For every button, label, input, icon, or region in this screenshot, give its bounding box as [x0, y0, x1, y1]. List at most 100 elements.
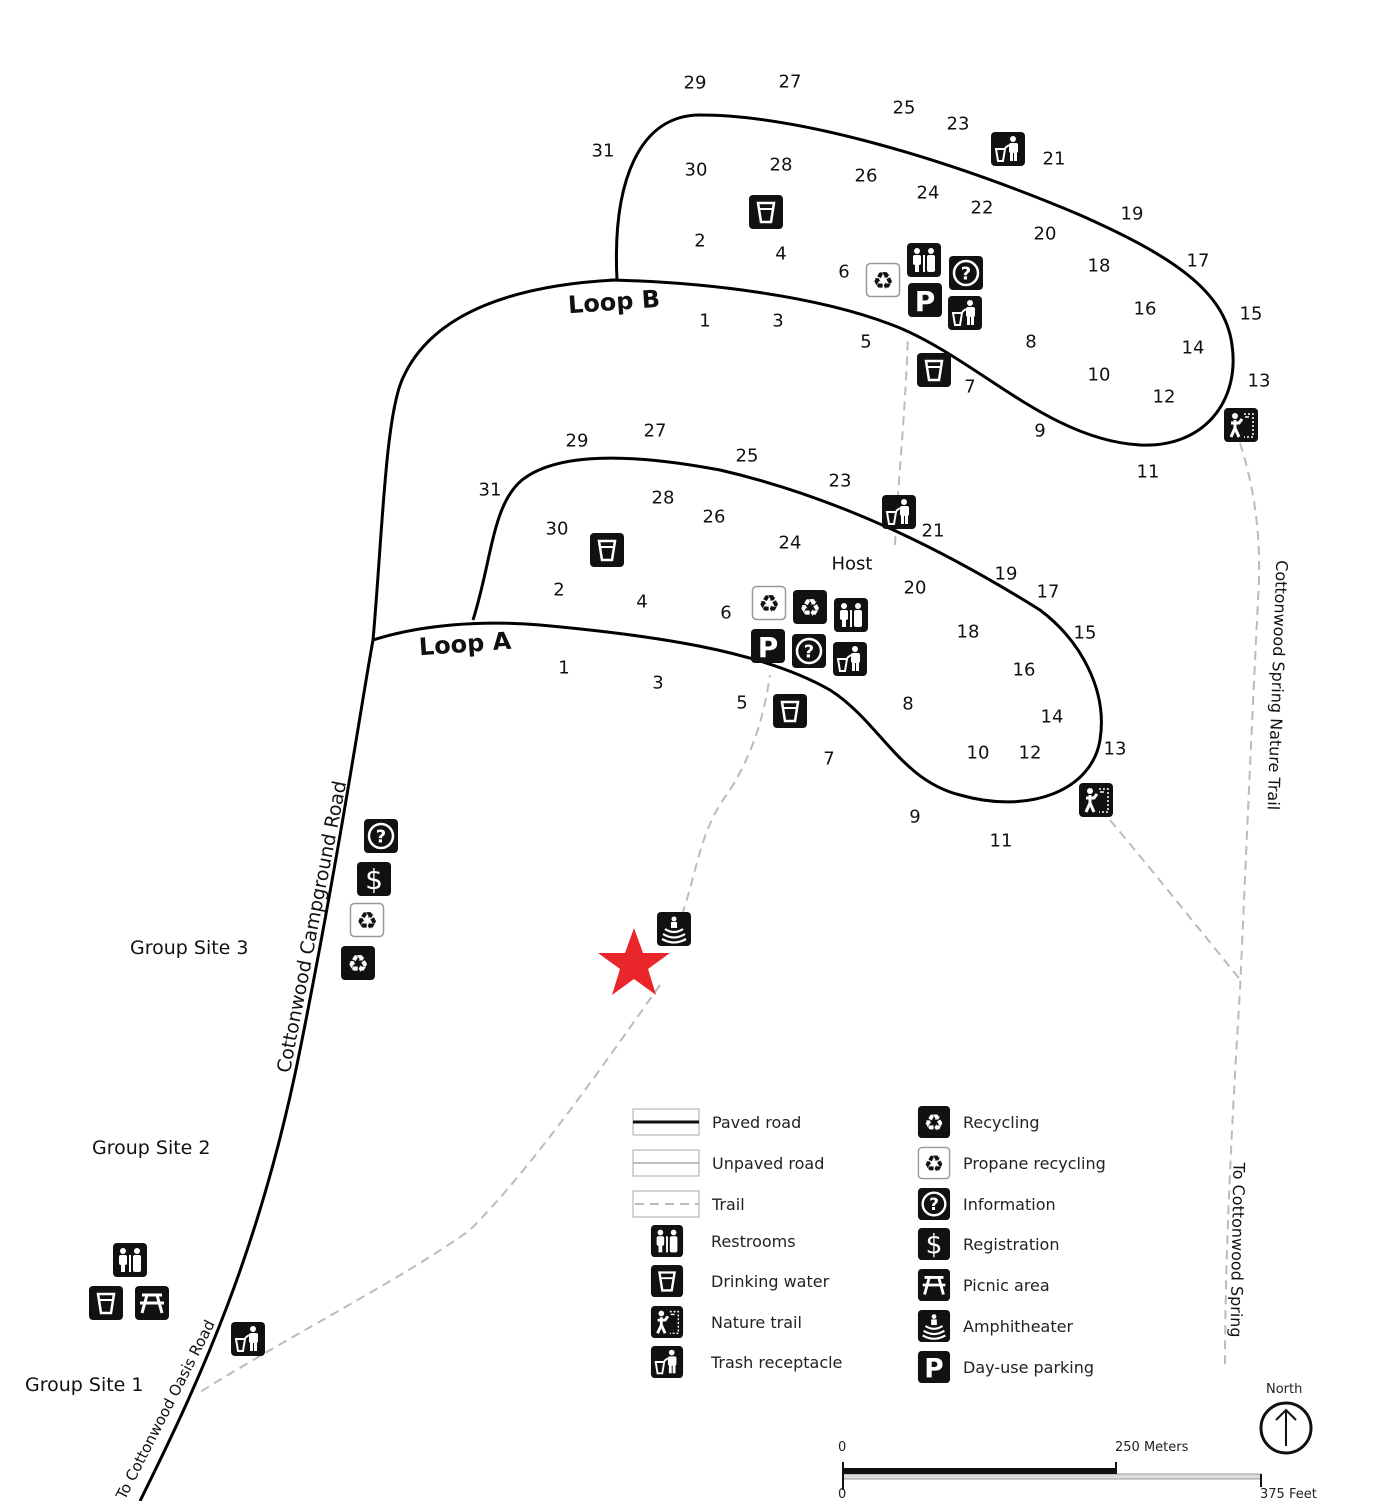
loop-b-site-31: 31 — [592, 141, 615, 162]
group-site-1-label: Group Site 1 — [25, 1374, 144, 1396]
loop-b-site-17: 17 — [1187, 251, 1210, 272]
legend-label: Information — [963, 1194, 1056, 1214]
legend-propane-recycling: Propane recycling — [917, 1145, 1106, 1181]
legend-label: Nature trail — [711, 1312, 802, 1332]
trash-icon — [650, 1345, 684, 1379]
scale-zero-feet: 0 — [838, 1487, 847, 1502]
legend-nature-trail: Nature trail — [650, 1304, 802, 1340]
loop-a-site-24: 24 — [779, 533, 802, 554]
loop-b-site-28: 28 — [770, 155, 793, 176]
loop-a-site-1: 1 — [558, 658, 569, 679]
drinking-water-icon — [650, 1264, 684, 1298]
trail-swatch — [632, 1190, 700, 1218]
trash-icon — [230, 1321, 266, 1357]
legend-drinking-water: Drinking water — [650, 1263, 829, 1299]
nature-trail-label: Cottonwood Spring Nature Trail — [1264, 560, 1292, 811]
loop-a-site-host: Host — [832, 554, 873, 575]
loop-a-site-20: 20 — [904, 578, 927, 599]
loop-b-site-6: 6 — [838, 262, 849, 283]
loop-b-site-29: 29 — [684, 73, 707, 94]
registration-icon — [917, 1227, 951, 1261]
loop-b-site-4: 4 — [775, 244, 786, 265]
propane-recycling-icon — [751, 585, 787, 621]
parking-icon — [908, 283, 942, 318]
propane-recycling-icon — [349, 902, 385, 938]
nature-trail-icon — [1223, 407, 1259, 443]
legend-trash: Trash receptacle — [650, 1344, 842, 1380]
legend-label: Recycling — [963, 1112, 1040, 1132]
legend-restrooms: Restrooms — [650, 1223, 796, 1259]
loop-a-site-21: 21 — [922, 521, 945, 542]
drinking-water-icon — [589, 532, 625, 568]
restrooms-icon — [907, 243, 941, 277]
drinking-water-icon — [916, 352, 952, 388]
loop-b-site-19: 19 — [1121, 204, 1144, 225]
trail-nature-loop-b — [1224, 442, 1261, 1366]
loop-a-site-28: 28 — [652, 488, 675, 509]
trail-amphitheater-to-loop-a — [681, 674, 771, 916]
restrooms-icon — [650, 1224, 684, 1258]
legend-label: Propane recycling — [963, 1153, 1106, 1173]
legend-registration: Registration — [917, 1226, 1059, 1262]
spring-trail-label: To Cottonwood Spring — [1226, 1161, 1248, 1337]
loop-a-site-23: 23 — [829, 471, 852, 492]
loop-b-site-22: 22 — [971, 198, 994, 219]
oasis-road-label: To Cottonwood Oasis Road — [112, 1317, 219, 1501]
north-arrow-icon — [1259, 1401, 1313, 1455]
legend-picnic-area: Picnic area — [917, 1267, 1050, 1303]
north-label: North — [1266, 1382, 1303, 1397]
loop-b-site-12: 12 — [1153, 387, 1176, 408]
loop-b-label: Loop B — [567, 285, 661, 319]
loop-b-site-1: 1 — [699, 311, 710, 332]
recycling-icon — [341, 946, 375, 980]
unpaved-road-swatch — [632, 1149, 700, 1177]
loop-b-site-11: 11 — [1137, 462, 1160, 483]
picnic-area-icon — [134, 1285, 170, 1321]
information-icon — [791, 633, 827, 669]
legend-day-use-parking: Day-use parking — [917, 1349, 1094, 1385]
loop-a-site-17: 17 — [1037, 582, 1060, 603]
legend-recycling: Recycling — [917, 1104, 1040, 1140]
loop-a-site-19: 19 — [995, 564, 1018, 585]
loop-b-road — [609, 113, 1235, 447]
trail-nature-loop-a — [1109, 819, 1243, 983]
loop-a-site-18: 18 — [957, 622, 980, 643]
loop-b-site-9: 9 — [1034, 421, 1045, 442]
legend-label: Trash receptacle — [711, 1352, 843, 1372]
loop-a-site-15: 15 — [1074, 623, 1097, 644]
information-icon — [363, 818, 399, 854]
trash-icon — [947, 295, 983, 331]
propane-recycling-icon — [917, 1146, 951, 1180]
legend-unpaved-road: Unpaved road — [632, 1145, 824, 1181]
scale-zero-meters: 0 — [838, 1440, 847, 1455]
legend-label: Trail — [712, 1194, 745, 1214]
recycling-icon — [793, 590, 827, 624]
parking-icon — [917, 1350, 951, 1384]
paved-road-swatch — [632, 1108, 700, 1136]
loop-a-site-26: 26 — [703, 507, 726, 528]
drinking-water-icon — [88, 1285, 124, 1321]
you-are-here-star-marker — [598, 928, 670, 995]
loop-a-site-11: 11 — [990, 831, 1013, 852]
trash-icon — [832, 641, 868, 677]
loop-a-site-3: 3 — [652, 673, 663, 694]
picnic-area-icon — [917, 1268, 951, 1302]
restrooms-icon — [113, 1243, 147, 1277]
drinking-water-icon — [748, 194, 784, 230]
loop-b-site-7: 7 — [964, 377, 975, 398]
information-icon — [917, 1187, 951, 1221]
loop-a-site-10: 10 — [967, 743, 990, 764]
loop-b-site-14: 14 — [1182, 338, 1205, 359]
legend-label: Registration — [963, 1234, 1060, 1254]
loop-b-site-18: 18 — [1088, 256, 1111, 277]
recycling-icon — [917, 1105, 951, 1139]
loop-b-site-26: 26 — [855, 166, 878, 187]
loop-b-site-24: 24 — [917, 183, 940, 204]
loop-a-site-14: 14 — [1041, 707, 1064, 728]
nature-trail-icon — [650, 1305, 684, 1339]
loop-b-site-10: 10 — [1088, 365, 1111, 386]
loop-a-site-29: 29 — [566, 431, 589, 452]
legend-trail: Trail — [632, 1186, 745, 1222]
nature-trail-icon — [1078, 782, 1114, 818]
drinking-water-icon — [772, 693, 808, 729]
